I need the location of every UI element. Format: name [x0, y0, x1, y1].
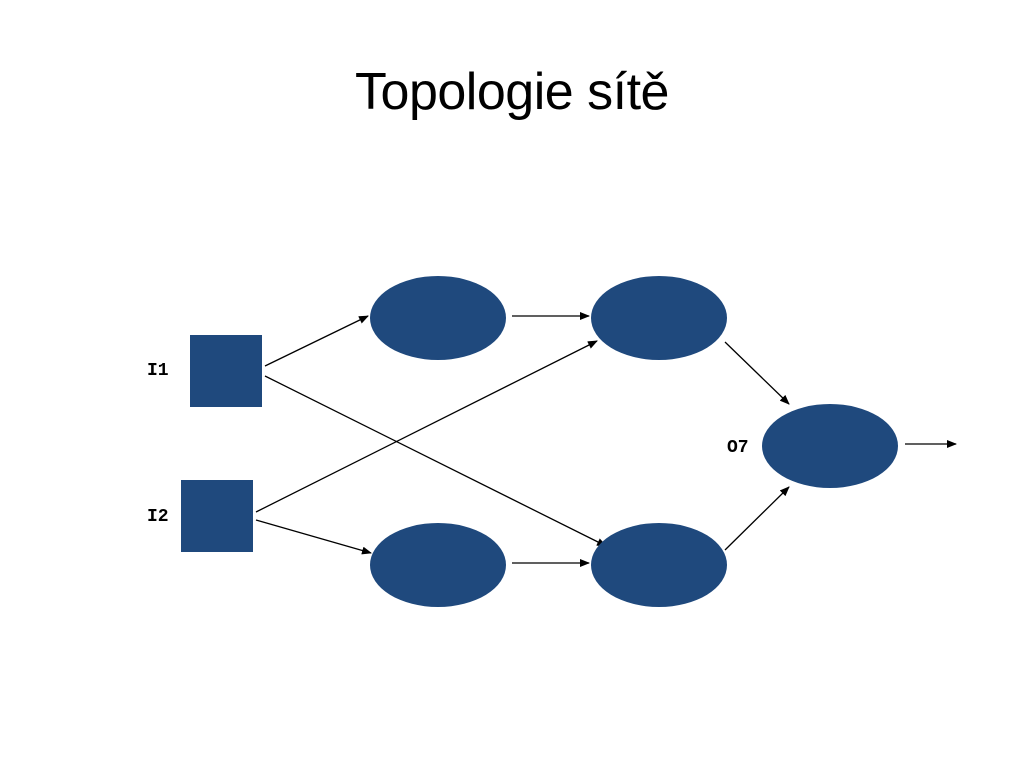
node-hidden-2 — [591, 276, 727, 360]
node-i2 — [181, 480, 253, 552]
node-o7 — [762, 404, 898, 488]
node-hidden-4 — [591, 523, 727, 607]
edge-i1-to-h1 — [264, 315, 369, 367]
nodes — [181, 276, 898, 607]
edge-h4-to-o7 — [724, 486, 790, 551]
label-i1: I1 — [147, 361, 169, 381]
slide-title: Topologie sítě — [355, 63, 669, 121]
label-o7: O7 — [727, 438, 749, 458]
node-i1 — [190, 335, 262, 407]
edge-i2-to-h3 — [255, 519, 372, 555]
edges — [255, 312, 957, 567]
edge-i2-to-h2 — [255, 340, 598, 513]
node-hidden-3 — [370, 523, 506, 607]
edge-h2-to-o7 — [724, 341, 790, 405]
edge-i1-to-h4 — [264, 375, 607, 547]
node-hidden-1 — [370, 276, 506, 360]
label-i2: I2 — [147, 507, 169, 527]
